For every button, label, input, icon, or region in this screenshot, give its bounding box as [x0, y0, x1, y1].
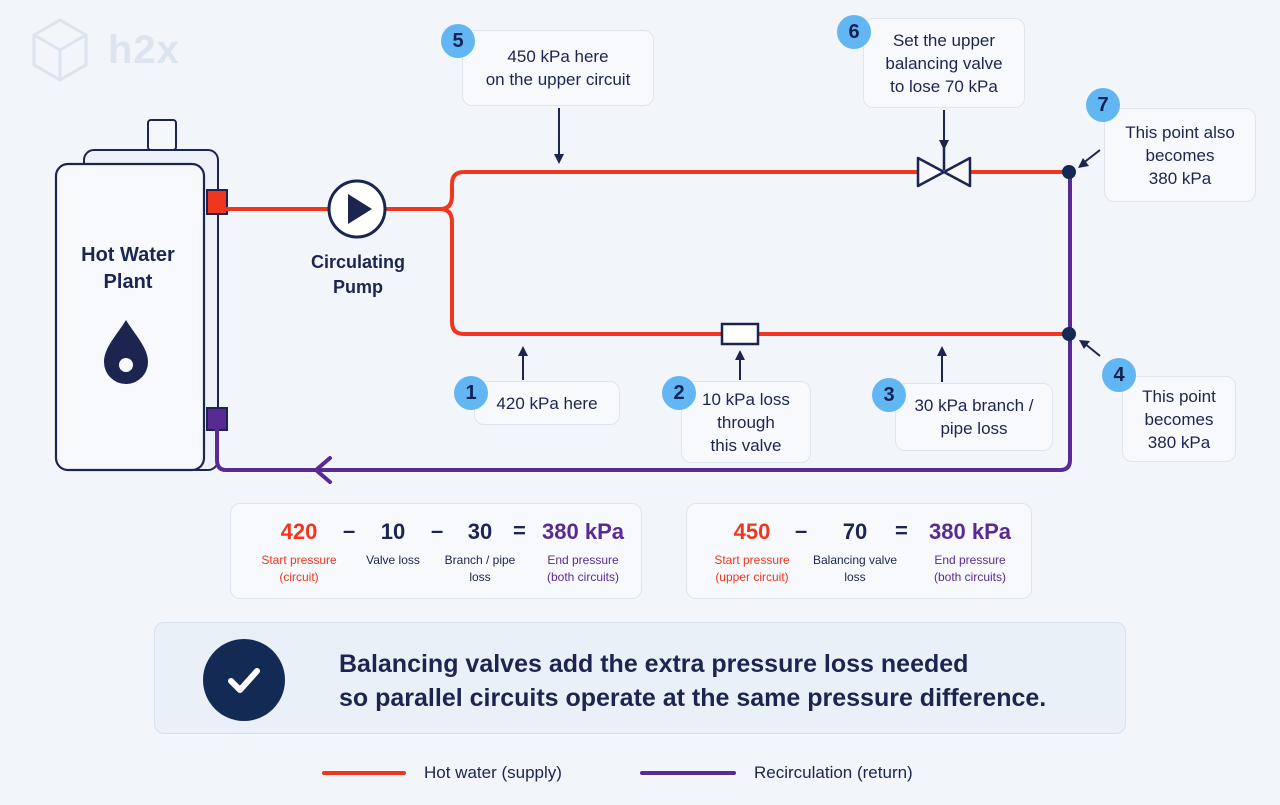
eq-upper-end-value: 380 kPa: [929, 519, 1011, 544]
eq-lower-start-value: 420: [280, 519, 318, 544]
note-2: 10 kPa loss through this valve: [681, 381, 811, 463]
key-takeaway-callout: Balancing valves add the extra pressure …: [154, 622, 1126, 734]
eq-upper-end-caption: End pressure (both circuits): [933, 553, 1007, 584]
note-6: Set the upper balancing valve to lose 70…: [863, 18, 1025, 108]
note-7-text: This point also becomes 380 kPa: [1125, 122, 1235, 188]
eq-upper-term-valve: 70 Balancing valve loss: [805, 518, 905, 586]
lower-valve-icon[interactable]: [720, 322, 760, 346]
legend-supply-label: Hot water (supply): [424, 763, 562, 782]
callout-text: Balancing valves add the extra pressure …: [339, 650, 1047, 712]
eq-lower-end-caption: End pressure (both circuits): [546, 553, 620, 584]
badge-6: 6: [837, 15, 871, 49]
note-4-text: This point becomes 380 kPa: [1142, 386, 1216, 452]
eq-lower-term-valve: 10 Valve loss: [353, 518, 433, 569]
note-1: 420 kPa here: [474, 381, 620, 425]
eq-upper-term-end: 380 kPa End pressure (both circuits): [917, 518, 1023, 586]
eq-lower-term-start: 420 Start pressure (circuit): [245, 518, 353, 586]
note-3: 30 kPa branch / pipe loss: [895, 383, 1053, 451]
legend-return-label: Recirculation (return): [754, 763, 913, 782]
eq-lower-term-branch: 30 Branch / pipe loss: [435, 518, 525, 586]
supply-piping: [225, 170, 1070, 336]
badge-4: 4: [1102, 358, 1136, 392]
badge-2: 2: [662, 376, 696, 410]
note-1-text: 420 kPa here: [496, 393, 598, 413]
eq-upper-valve-caption: Balancing valve loss: [812, 553, 898, 584]
upper-junction-point: [1062, 165, 1076, 179]
eq-lower-operator-3: =: [513, 518, 526, 543]
eq-lower-end-value: 380 kPa: [542, 519, 624, 544]
eq-upper-start-caption: Start pressure (upper circuit): [714, 553, 790, 584]
eq-lower-term-end: 380 kPa End pressure (both circuits): [531, 518, 635, 586]
note-6-text: Set the upper balancing valve to lose 70…: [885, 30, 1003, 96]
note-2-text: 10 kPa loss through this valve: [702, 389, 790, 455]
equation-upper-circuit: 450 Start pressure (upper circuit) – 70 …: [686, 503, 1032, 599]
hot-water-plant-tank: [54, 119, 228, 472]
pointer-arrows: [518, 108, 1101, 382]
equation-lower-circuit: 420 Start pressure (circuit) – 10 Valve …: [230, 503, 642, 599]
eq-upper-operator-2: =: [895, 518, 908, 543]
legend-return-swatch: [640, 771, 736, 775]
return-piping: [215, 170, 1072, 472]
eq-lower-valve-caption: Valve loss: [366, 553, 420, 567]
badge-1: 1: [454, 376, 488, 410]
note-5: 450 kPa here on the upper circuit: [462, 30, 654, 106]
note-7: This point also becomes 380 kPa: [1104, 108, 1256, 202]
eq-upper-valve-value: 70: [842, 519, 868, 544]
eq-lower-branch-caption: Branch / pipe loss: [444, 553, 516, 584]
logo-cube-icon: [32, 18, 88, 82]
badge-5: 5: [441, 24, 475, 58]
note-4: This point becomes 380 kPa: [1122, 376, 1236, 462]
water-drop-icon: [104, 320, 148, 384]
eq-upper-operator-1: –: [795, 518, 808, 543]
eq-lower-valve-value: 10: [380, 519, 406, 544]
eq-upper-start-value: 450: [733, 519, 771, 544]
note-3-text: 30 kPa branch / pipe loss: [914, 396, 1034, 438]
eq-lower-operator-2: –: [431, 518, 444, 543]
legend-supply-swatch: [322, 771, 406, 775]
eq-lower-branch-value: 30: [467, 519, 493, 544]
balancing-valve-icon[interactable]: [916, 144, 972, 188]
eq-lower-start-caption: Start pressure (circuit): [261, 553, 337, 584]
logo-wordmark: h2x: [108, 28, 180, 72]
lower-junction-point: [1062, 327, 1076, 341]
note-5-text: 450 kPa here on the upper circuit: [485, 47, 631, 89]
flow-direction-arrow-icon: [314, 456, 332, 484]
circulating-pump-icon[interactable]: [327, 179, 387, 239]
pump-label: Circulating Pump: [310, 252, 405, 297]
badge-3: 3: [872, 378, 906, 412]
plant-label: Hot Water Plant: [81, 244, 175, 293]
eq-upper-term-start: 450 Start pressure (upper circuit): [699, 518, 805, 586]
check-icon: [203, 639, 285, 721]
badge-7: 7: [1086, 88, 1120, 122]
eq-lower-operator-1: –: [343, 518, 356, 543]
